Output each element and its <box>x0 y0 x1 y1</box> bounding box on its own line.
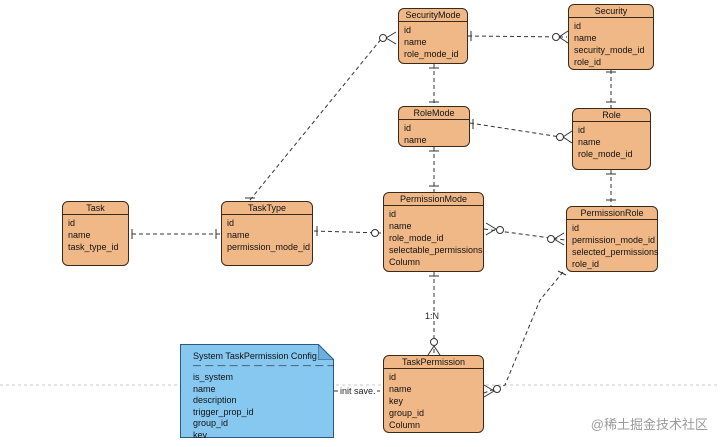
entity-field: selected_permissions <box>572 247 659 257</box>
entity-field: id <box>574 21 582 31</box>
entity-title: Task <box>63 202 128 215</box>
entity-field: name <box>574 33 597 43</box>
entity-field: name <box>68 230 91 240</box>
entity-field: id <box>404 123 412 133</box>
entity-title: SecurityMode <box>399 9 467 22</box>
edge-permissionrole-taskpermission <box>483 271 564 394</box>
entity-field: role_mode_id <box>404 49 459 59</box>
entity-field: id <box>389 209 397 219</box>
entity-field: group_id <box>389 408 425 418</box>
entity-field: task_type_id <box>68 242 119 252</box>
entity-securitymode[interactable]: SecurityMode id name role_mode_id <box>398 8 468 64</box>
watermark: @稀土掘金技术社区 <box>590 417 708 432</box>
entity-taskpermission[interactable]: TaskPermission id name key group_id Colu… <box>383 355 484 433</box>
entity-field: name <box>404 37 427 47</box>
entity-field: name <box>227 230 250 240</box>
entity-tasktype[interactable]: TaskType id name permission_mode_id <box>221 201 313 266</box>
edge-tasktype-permissionmode <box>313 230 383 234</box>
note-field: group_id <box>193 418 229 428</box>
note-field: trigger_prop_id <box>193 406 254 417</box>
entity-field: permission_mode_id <box>227 242 311 252</box>
entity-permissionmode[interactable]: PermissionMode id name role_mode_id sele… <box>383 192 484 272</box>
entity-field: key <box>389 396 404 406</box>
entity-field: id <box>389 372 397 382</box>
edge-tasktype-securitymode <box>249 37 383 201</box>
entity-task[interactable]: Task id name task_type_id <box>62 201 129 266</box>
entity-title: RoleMode <box>399 107 469 120</box>
edge-rolemode-role <box>469 122 568 139</box>
entity-field: role_id <box>572 259 600 269</box>
note-title: System TaskPermission Config <box>193 351 317 361</box>
entity-title: Role <box>573 109 650 122</box>
note-field: key <box>193 429 208 440</box>
entity-field: id <box>572 223 580 233</box>
note-separator: — — — — — — — — — — — — — — — <box>193 361 374 370</box>
entity-title: TaskPermission <box>384 356 483 369</box>
entity-security[interactable]: Security id name security_mode_id role_i… <box>568 4 654 70</box>
entity-field: Column <box>389 257 421 267</box>
entity-field: role_id <box>574 57 602 67</box>
entity-title: PermissionRole <box>567 207 657 220</box>
entity-field: permission_mode_id <box>572 235 656 245</box>
entity-field: id <box>404 25 412 35</box>
note-field: is_system <box>193 372 234 382</box>
entity-field: Column <box>389 420 421 430</box>
entity-role[interactable]: Role id name role_mode_id <box>572 108 651 170</box>
note-field: description <box>193 395 237 405</box>
note-fold-corner <box>318 344 334 360</box>
entity-title: Security <box>569 5 653 18</box>
entity-title: TaskType <box>222 202 312 215</box>
edge-label-1n: 1:N <box>424 311 441 321</box>
entity-field: role_mode_id <box>389 233 444 243</box>
note-field: name <box>193 383 216 394</box>
entity-field: id <box>578 125 586 135</box>
entity-field: selectable_permissions <box>389 245 483 255</box>
entity-field: id <box>227 218 235 228</box>
entity-rolemode[interactable]: RoleMode id name <box>398 106 470 147</box>
entity-permissionrole[interactable]: PermissionRole id permission_mode_id sel… <box>566 206 659 272</box>
entity-field: name <box>404 135 427 145</box>
config-note[interactable]: System TaskPermission Config — — — — — —… <box>180 344 334 438</box>
entity-field: security_mode_id <box>574 45 645 55</box>
entity-field: name <box>389 221 412 231</box>
entity-field: name <box>578 137 601 147</box>
entity-field: id <box>68 218 76 228</box>
edge-label-init-save: init save. <box>339 386 377 396</box>
edge-securitymode-security <box>467 35 568 38</box>
entity-field: role_mode_id <box>578 149 633 159</box>
entity-title: PermissionMode <box>384 193 483 206</box>
entity-field: name <box>389 384 412 394</box>
